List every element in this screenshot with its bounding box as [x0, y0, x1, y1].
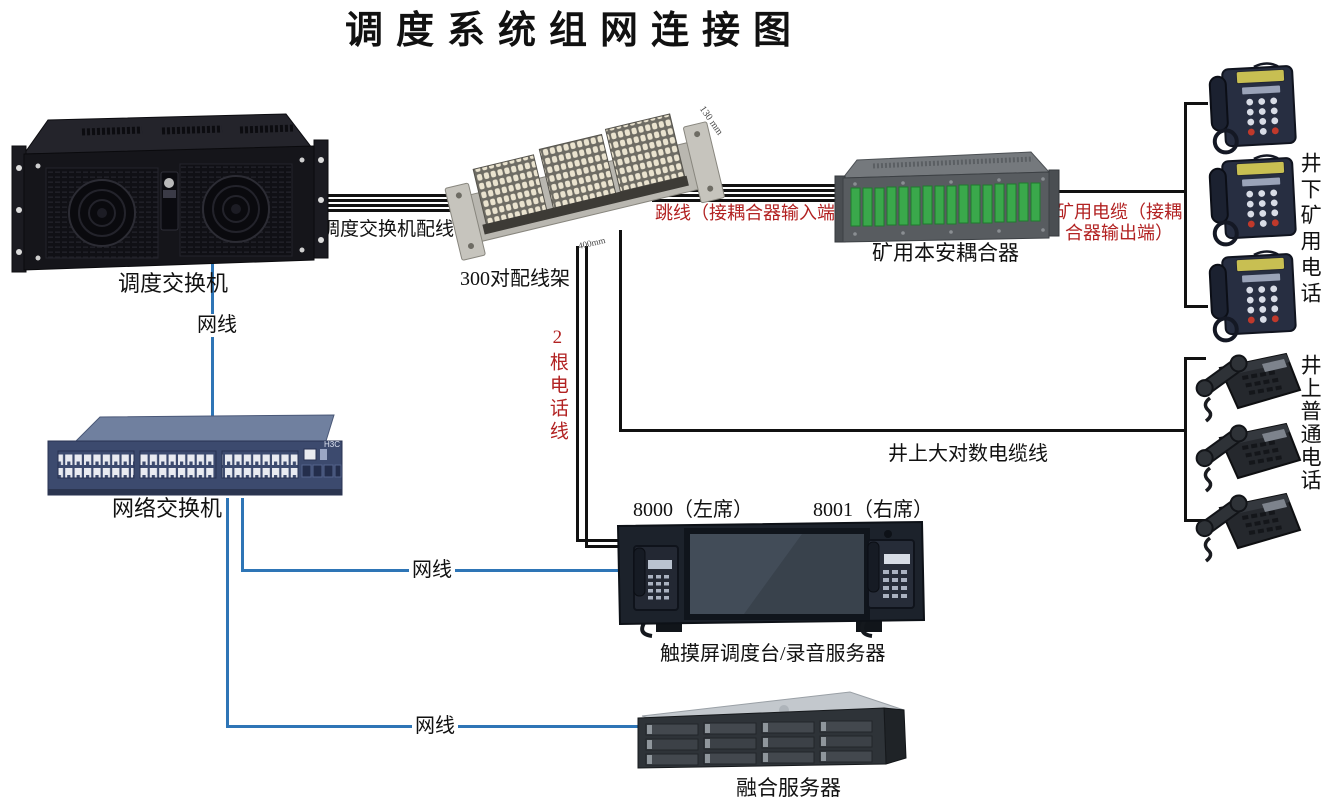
- phone-line-1-horizontal: [576, 539, 624, 542]
- mine-phone-stub-bottom: [1184, 305, 1208, 308]
- mine-phone-3: [1208, 250, 1297, 343]
- dispatch-wiring-label: 调度交换机配线: [321, 219, 455, 240]
- lan-line-to-server-vertical: [226, 498, 229, 727]
- lan-label-3: 网线: [412, 715, 458, 738]
- mine-cable-label-line1: 矿用电缆（接耦: [1056, 202, 1182, 222]
- surface-trunk-vertical: [619, 230, 622, 432]
- lan-line-to-console-vertical: [241, 498, 244, 572]
- surface-phone-stub-bottom: [1184, 519, 1206, 522]
- surface-phone-1: [1195, 352, 1302, 423]
- network-switch-image: H3C: [47, 414, 343, 496]
- console-image: [616, 520, 926, 638]
- mine-phone-2: [1208, 154, 1297, 247]
- surface-trunk-label: 井上大对数电缆线: [888, 443, 1048, 465]
- mine-phone-stub-top: [1184, 102, 1208, 105]
- distribution-frame-label: 300对配线架: [460, 268, 570, 290]
- fusion-server-image: [637, 691, 907, 769]
- distribution-frame-image: [444, 113, 725, 261]
- lan-label-2: 网线: [409, 559, 455, 582]
- coupler-terminal-blocks: [850, 182, 1041, 227]
- console-right-seat-label: 8001（右席）: [813, 499, 933, 521]
- two-phone-lines-label: 2根电话线: [546, 327, 568, 444]
- mine-phone-1: [1208, 62, 1297, 155]
- dispatch-switch-label: 调度交换机: [118, 271, 229, 296]
- surface-phone-2: [1195, 422, 1302, 493]
- surface-phone-3: [1195, 492, 1302, 563]
- coupler-label: 矿用本安耦合器: [872, 241, 1019, 265]
- phone-line-2-vertical: [585, 246, 588, 548]
- phone-line-1-vertical: [576, 246, 579, 542]
- surface-phone-bracket: [1184, 357, 1187, 522]
- surface-trunk-horizontal: [619, 429, 1187, 432]
- phone-line-2-horizontal: [585, 545, 624, 548]
- surface-phone-stub-top: [1184, 357, 1206, 360]
- console-left-phone: [633, 545, 679, 611]
- network-switch-label: 网络交换机: [112, 496, 223, 521]
- surface-phones-label: 井上普通电话: [1298, 354, 1323, 492]
- console-label: 触摸屏调度台/录音服务器: [660, 643, 886, 665]
- console-right-phone: [867, 539, 915, 609]
- console-left-seat-label: 8000（左席）: [633, 499, 753, 521]
- mine-cable-line: [1051, 190, 1187, 193]
- dispatch-wiring-bundle: [318, 194, 472, 213]
- dispatch-switch-image: [11, 113, 329, 273]
- page-title: 调度系统组网连接图: [345, 10, 805, 52]
- mine-cable-label: 矿用电缆（接耦 合器输出端）: [1053, 202, 1185, 243]
- network-switch-brand: H3C: [324, 440, 340, 449]
- mine-cable-label-line2: 合器输出端）: [1065, 222, 1173, 243]
- lan-label-1: 网线: [194, 314, 240, 337]
- mine-phone-bracket: [1184, 102, 1187, 308]
- jumper-label: 跳线（接耦合器输入端）: [655, 203, 853, 223]
- mine-phones-label: 井下矿用电话: [1298, 152, 1323, 308]
- coupler-image: [834, 151, 1060, 243]
- fusion-server-label: 融合服务器: [736, 776, 841, 800]
